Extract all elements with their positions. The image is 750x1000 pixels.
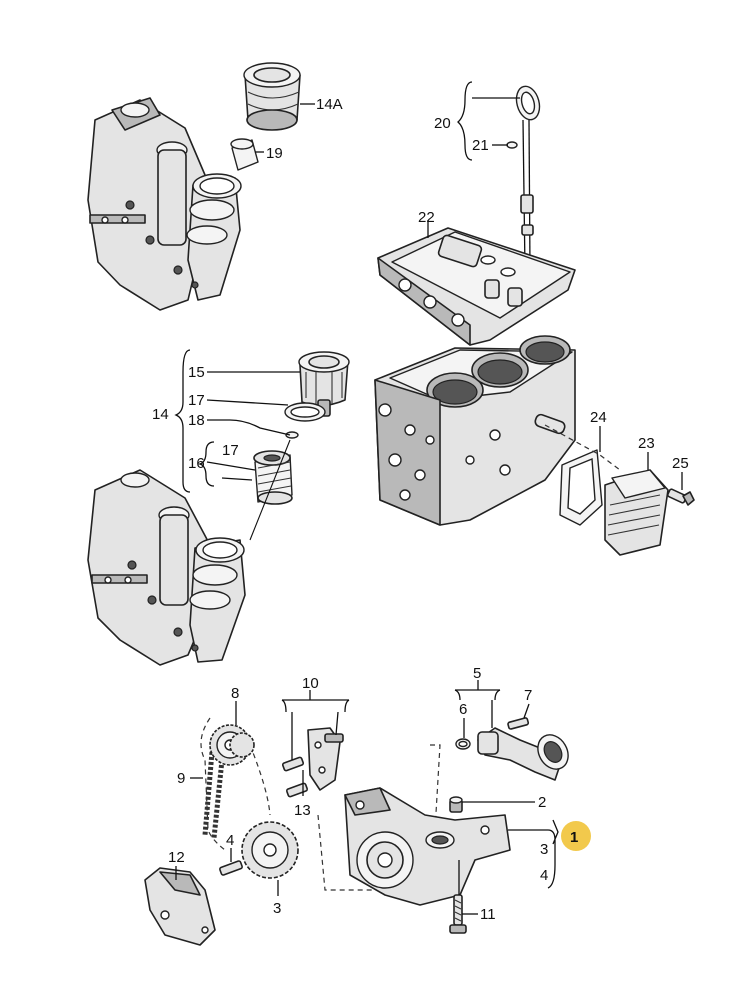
filter-element-16 (253, 450, 293, 505)
label-3a: 3 (540, 841, 548, 858)
label-5: 5 (473, 665, 481, 682)
sprocket-8 (209, 724, 255, 766)
highlight-badge (561, 821, 591, 851)
bolt-25 (667, 488, 695, 506)
label-7: 7 (524, 687, 532, 704)
label-2: 2 (538, 794, 546, 811)
label-4a: 4 (226, 832, 234, 849)
oil-filter-housing-top (87, 97, 242, 311)
label-18: 18 (188, 412, 205, 429)
pump-sprocket-3 (241, 821, 299, 879)
engine-block (374, 335, 576, 526)
o-ring-6 (455, 738, 471, 750)
oil-filter-14A (243, 62, 301, 131)
label-8: 8 (231, 685, 239, 702)
label-17a: 17 (188, 392, 205, 409)
filter-insert-19 (230, 138, 259, 171)
o-ring-18 (285, 431, 299, 439)
highlighted-part-1-callout: 1 (561, 821, 591, 851)
drive-chain-9 (202, 751, 225, 839)
bolt-4 (219, 860, 243, 876)
label-12: 12 (168, 849, 185, 866)
cylinder-head-cover-22 (377, 227, 576, 346)
label-11: 11 (480, 906, 496, 923)
label-21: 21 (472, 137, 489, 154)
label-16: 16 (188, 455, 205, 472)
label-4b: 4 (540, 867, 548, 884)
oil-cooler-23 (604, 469, 669, 556)
oil-pump-1 (344, 787, 511, 906)
oil-dipstick-20 (515, 85, 541, 290)
label-25: 25 (672, 455, 689, 472)
chain-cover-12 (144, 867, 216, 946)
o-ring-21 (506, 141, 518, 149)
label-14A: 14A (316, 96, 343, 113)
label-1: 1 (570, 829, 578, 846)
label-3b: 3 (273, 900, 281, 917)
label-20: 20 (434, 115, 451, 132)
bolt-7 (507, 717, 530, 730)
part-labels: 14A 19 20 21 22 15 17 14 18 17 16 24 23 … (152, 96, 689, 923)
label-24: 24 (590, 409, 607, 426)
gasket-24 (559, 449, 603, 526)
bolt-11 (449, 894, 467, 934)
label-19: 19 (266, 145, 283, 162)
label-14: 14 (152, 406, 169, 423)
filter-cap-15 (298, 351, 350, 417)
label-23: 23 (638, 435, 655, 452)
label-9: 9 (177, 770, 185, 787)
label-17b: 17 (222, 442, 239, 459)
bolts-13 (281, 756, 309, 798)
label-10: 10 (302, 675, 319, 692)
plug-2 (449, 796, 463, 813)
o-ring-17 (284, 402, 326, 422)
suction-pipe-5 (477, 727, 569, 781)
oil-filter-housing-middle (87, 469, 246, 666)
label-13: 13 (294, 802, 311, 819)
label-15: 15 (188, 364, 205, 381)
chain-tensioner-10 (307, 727, 344, 791)
label-6: 6 (459, 701, 467, 718)
label-22: 22 (418, 209, 435, 226)
